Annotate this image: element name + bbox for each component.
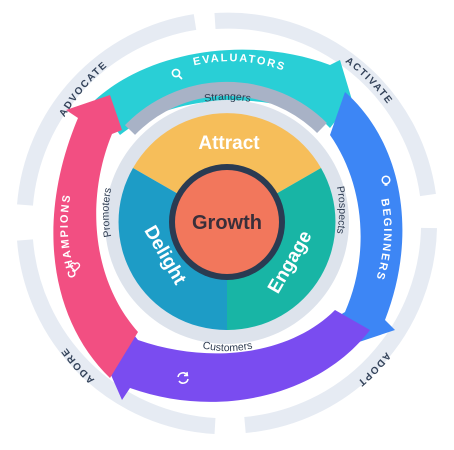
refresh-icon xyxy=(177,371,189,384)
outer-ring-segment-advocate xyxy=(17,14,197,206)
band-beginners xyxy=(330,92,403,345)
outer-ring-segment-adore xyxy=(17,239,216,434)
heart-icon xyxy=(69,262,81,272)
strangers-arc-accent xyxy=(124,81,327,135)
lightbulb-icon xyxy=(381,175,391,186)
label-growth: Growth xyxy=(192,212,262,234)
label-attract: Attract xyxy=(198,133,260,154)
band-champions xyxy=(53,95,138,378)
band-regulars xyxy=(100,310,370,402)
outer-ring-segment-activate xyxy=(214,12,436,197)
center-growth xyxy=(175,170,279,274)
search-icon xyxy=(171,68,183,80)
outer-ring xyxy=(17,12,437,434)
label-customers: Customers xyxy=(202,340,254,355)
label-strangers: Strangers xyxy=(203,91,251,105)
label-promoters: Promoters xyxy=(100,187,115,239)
label-prospects: Prospects xyxy=(334,185,348,235)
outer-ring-segment-adopt xyxy=(244,227,437,433)
